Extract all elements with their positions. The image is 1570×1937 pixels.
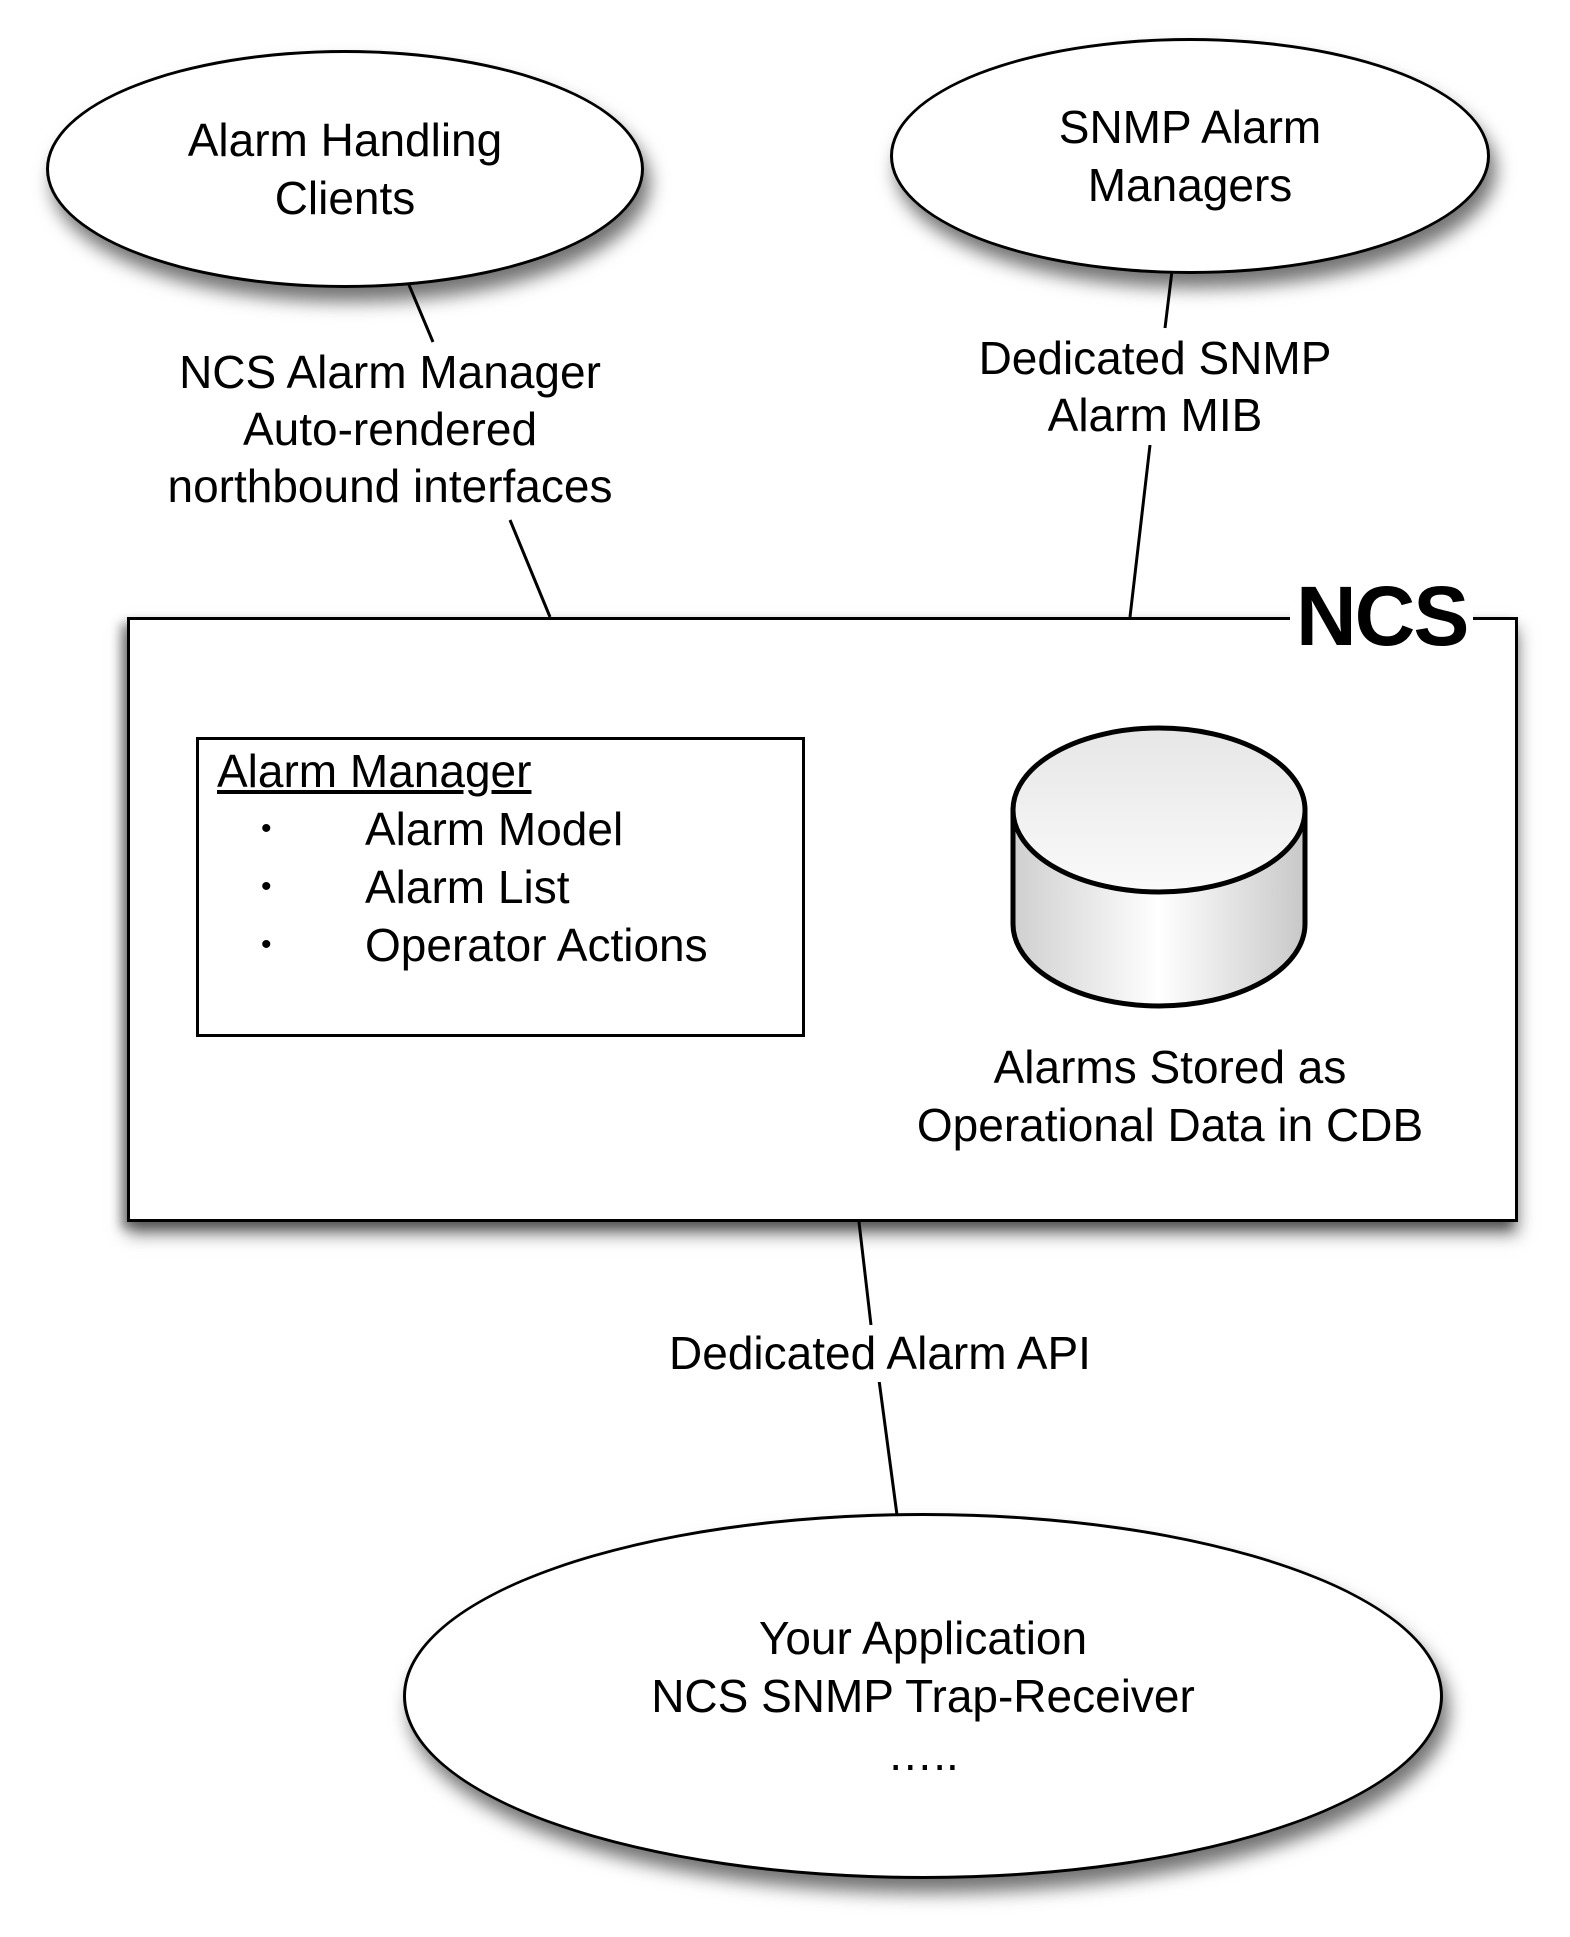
edge-label-to-ncs-left (508, 519, 552, 618)
node-label-line: Your Application (758, 1612, 1088, 1664)
alarm-handling-clients-node: Alarm Handling Clients (46, 50, 644, 288)
bullet-icon: • (261, 870, 272, 903)
list-item-text: Alarm List (365, 861, 570, 913)
bullet-icon: • (261, 928, 272, 961)
node-label-line: Managers (1087, 159, 1293, 211)
your-application-node: Your Application NCS SNMP Trap-Receiver … (403, 1513, 1443, 1879)
edge-api-label-to-app (877, 1379, 899, 1516)
alarm-manager-title: Alarm Manager (217, 745, 532, 797)
alarm-api-label: Dedicated Alarm API (620, 1325, 1140, 1382)
edge-label-line: NCS Alarm Manager (179, 346, 601, 398)
database-cylinder-icon (1010, 725, 1308, 1009)
bullet-icon: • (261, 812, 272, 845)
alarm-manager-box: Alarm Manager • Alarm Model • Alarm List… (196, 737, 805, 1037)
node-label-line: Alarm Handling (187, 114, 503, 166)
database-label-line: Operational Data in CDB (916, 1099, 1424, 1151)
edge-label-line: Auto-rendered (242, 403, 538, 455)
database-label-line: Alarms Stored as (993, 1041, 1347, 1093)
list-item-text: Operator Actions (365, 919, 708, 971)
edge-label-line: Alarm MIB (1047, 389, 1263, 441)
node-label-line: Clients (274, 172, 416, 224)
database-label: Alarms Stored as Operational Data in CDB (880, 1038, 1460, 1154)
snmp-mib-label: Dedicated SNMP Alarm MIB (950, 330, 1360, 444)
edge-ncs-to-api-label (857, 1221, 873, 1326)
edge-label-line: Dedicated SNMP (978, 332, 1332, 384)
list-item-text: Alarm Model (365, 803, 624, 855)
northbound-interfaces-label: NCS Alarm Manager Auto-rendered northbou… (130, 344, 650, 515)
node-label-line: SNMP Alarm (1058, 101, 1322, 153)
edge-label-to-ncs-right (1128, 444, 1152, 618)
ncs-title: NCS (1290, 574, 1474, 658)
node-label-line: NCS SNMP Trap-Receiver (651, 1670, 1195, 1722)
snmp-alarm-managers-node: SNMP Alarm Managers (890, 38, 1490, 274)
edge-label-line: northbound interfaces (167, 460, 613, 512)
node-label-line: ….. (887, 1728, 959, 1780)
edge-label-line: Dedicated Alarm API (669, 1327, 1091, 1379)
